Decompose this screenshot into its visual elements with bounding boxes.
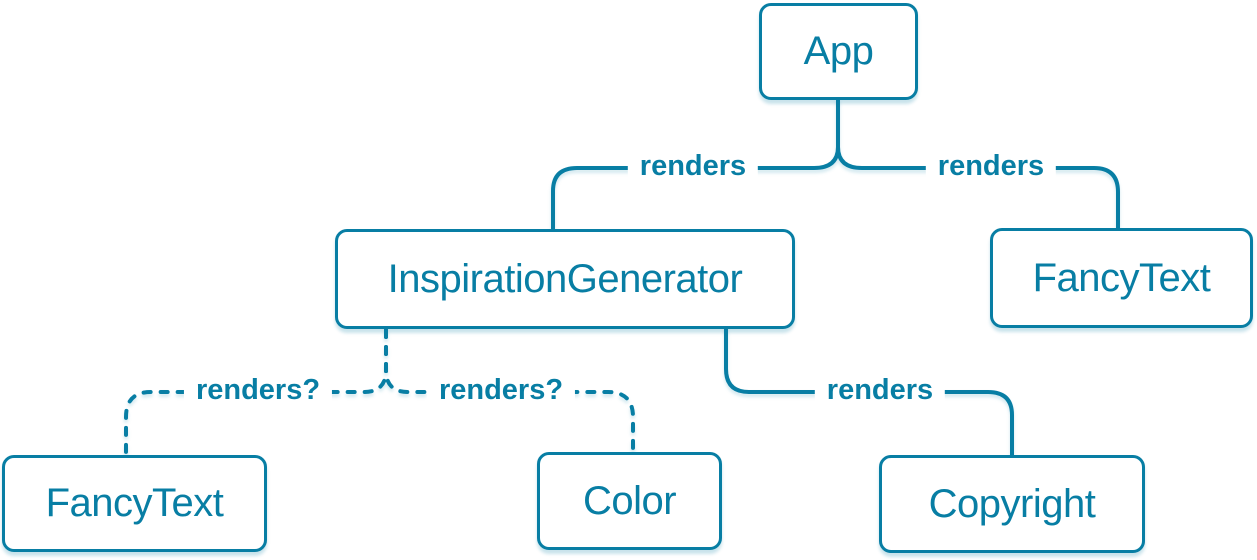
node-inspiration-generator-label: InspirationGenerator: [387, 256, 743, 301]
edge-label-renders-fancytext-top: renders: [925, 150, 1057, 183]
node-color: Color: [537, 452, 722, 550]
node-copyright: Copyright: [879, 455, 1145, 553]
node-fancy-text-bottom-label: FancyText: [45, 481, 224, 525]
node-inspiration-generator: InspirationGenerator: [335, 229, 795, 329]
edge-label-renders-color: renders?: [426, 374, 576, 407]
node-app-label: App: [803, 29, 874, 73]
node-app: App: [759, 3, 918, 100]
node-copyright-label: Copyright: [928, 481, 1096, 526]
node-fancy-text-top: FancyText: [990, 228, 1253, 328]
node-color-label: Color: [582, 478, 677, 523]
node-fancy-text-bottom: FancyText: [2, 455, 267, 552]
edge-label-renders-inspirationgenerator: renders: [627, 150, 759, 183]
edge-label-renders-fancytext-bottom: renders?: [183, 374, 333, 407]
edge-label-renders-copyright: renders: [814, 374, 946, 407]
node-fancy-text-top-label: FancyText: [1032, 255, 1211, 300]
